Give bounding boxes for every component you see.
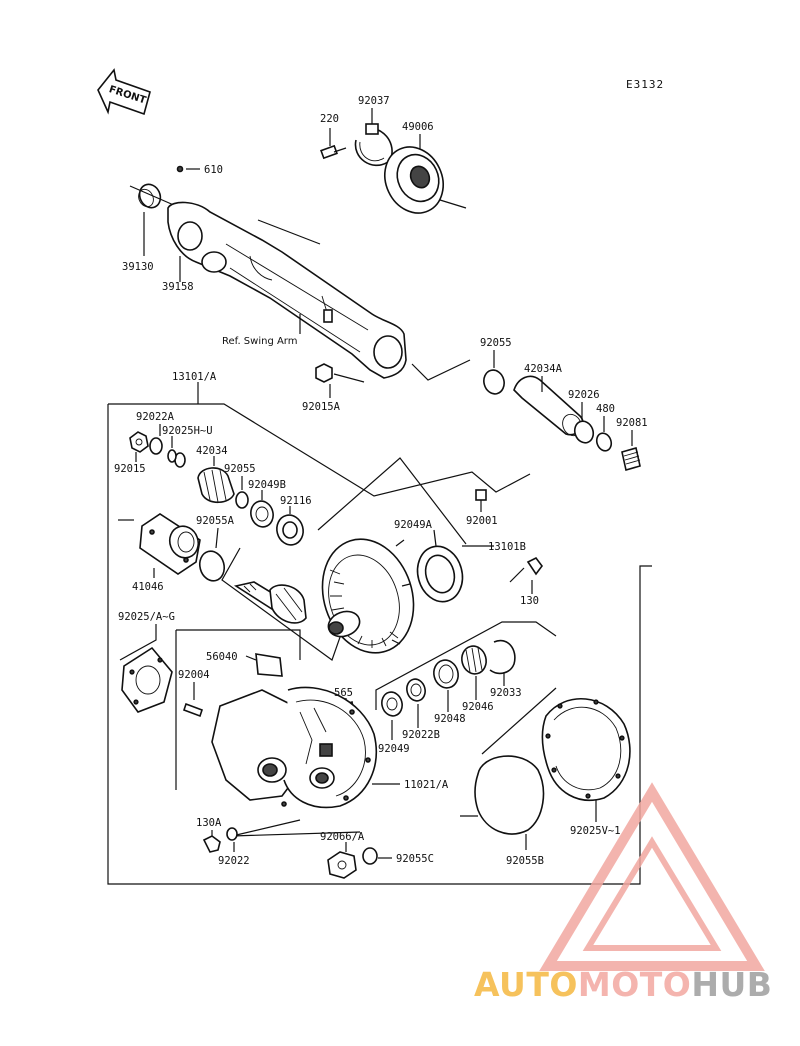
oring-92055C-part <box>362 847 392 865</box>
label-92081: 92081 <box>616 417 648 429</box>
label-610: 610 <box>204 164 223 176</box>
label-92022: 92022 <box>218 855 250 867</box>
plug-92066A-part <box>327 842 357 879</box>
label-92037: 92037 <box>358 95 390 107</box>
label-13101A: 13101/A <box>172 371 217 383</box>
oring-92055-mid-part <box>235 476 249 509</box>
bearing-right-subbox <box>375 621 557 755</box>
seal-92049A-part <box>416 529 494 603</box>
circlip-92033-part <box>489 639 516 686</box>
label-92022B: 92022B <box>402 729 440 741</box>
pinion-gear-subbox <box>221 547 347 661</box>
gasket-92025AG-part <box>119 624 173 713</box>
cap-39130-part <box>129 183 177 256</box>
seal-92049-part <box>381 691 403 740</box>
label-565: 565 <box>334 687 353 699</box>
gasket-92025V1-part <box>541 697 631 822</box>
label-92066A: 92066/A <box>320 831 365 843</box>
label-92004: 92004 <box>178 669 210 681</box>
spring-92081-part <box>621 430 641 472</box>
watermark-text-hub: HUB <box>691 965 772 1004</box>
label-92025V1: 92025V~1 <box>570 825 621 837</box>
label-92033: 92033 <box>490 687 522 699</box>
assembly-13101A-outline <box>107 382 652 885</box>
label-130: 130 <box>520 595 539 607</box>
label-13101B: 13101B <box>488 541 526 553</box>
bolt-130A-part <box>202 830 221 853</box>
label-480: 480 <box>596 403 615 415</box>
label-92046: 92046 <box>462 701 494 713</box>
bearing-92046-part <box>461 645 487 700</box>
label-ref-swing-arm: Ref. Swing Arm <box>222 336 298 347</box>
diagram-code: E3132 <box>626 78 664 91</box>
label-92049A: 92049A <box>394 519 433 531</box>
label-92015: 92015 <box>114 463 146 475</box>
oring-92055B-part <box>460 755 545 850</box>
swing-arm-39158-part <box>167 201 407 379</box>
ring-92048-part <box>433 659 459 712</box>
label-130A: 130A <box>196 817 222 829</box>
ring-92026-part <box>573 402 595 444</box>
label-39130: 39130 <box>122 261 154 273</box>
label-92055A: 92055A <box>196 515 235 527</box>
label-92055-top: 92055 <box>480 337 512 349</box>
shim-92025HU-part <box>167 436 186 468</box>
label-92025HU: 92025H~U <box>162 425 213 437</box>
ring-gear-part <box>317 457 467 654</box>
pin-610-part <box>176 165 200 173</box>
bolt-130-part <box>509 556 543 594</box>
label-92049B: 92049B <box>248 479 286 491</box>
washer-92022A-part <box>149 424 163 455</box>
label-42034A: 42034A <box>524 363 563 375</box>
oring-92055A-part <box>198 527 226 582</box>
coupling-42034-part <box>197 456 235 504</box>
label-92048: 92048 <box>434 713 466 725</box>
label-92022A: 92022A <box>136 411 175 423</box>
label-92015A: 92015A <box>302 401 341 413</box>
plate-56040-part <box>245 653 283 677</box>
bolt-92001-part <box>475 489 487 512</box>
watermark-text: AUTOMOTOHUB <box>474 965 772 1004</box>
bolt-220-part <box>320 128 347 160</box>
oring-92055-part <box>411 350 505 395</box>
watermark-text-auto: AUTO <box>474 965 578 1004</box>
housing-41046-part <box>118 513 201 578</box>
watermark-inner-triangle-icon <box>582 836 722 951</box>
label-42034: 42034 <box>196 445 228 457</box>
label-92055-mid: 92055 <box>224 463 256 475</box>
watermark-text-moto: MOTO <box>578 965 691 1004</box>
bearing-92116-part <box>276 506 304 546</box>
front-arrow: FRONT <box>97 68 151 116</box>
washer-92022-part <box>226 827 238 852</box>
case-11021A-part <box>211 686 400 809</box>
label-92025AG: 92025/A~G <box>118 611 175 623</box>
label-92055B: 92055B <box>506 855 544 867</box>
label-92001: 92001 <box>466 515 498 527</box>
clamp-92037-part <box>354 108 393 167</box>
label-49006: 49006 <box>402 121 434 133</box>
watermark-logo: AUTOMOTOHUB <box>474 782 772 1004</box>
label-92049: 92049 <box>378 743 410 755</box>
label-39158: 39158 <box>162 281 194 293</box>
nut-92015-part <box>129 431 149 462</box>
boot-49006-part <box>384 134 467 214</box>
label-92055C: 92055C <box>396 853 434 865</box>
label-11021A: 11021/A <box>404 779 449 791</box>
circlip-480-part <box>595 416 613 452</box>
part-labels: 220 92037 49006 610 39130 39158 Ref. Swi… <box>114 95 648 867</box>
watermark-triangle-icon <box>539 782 765 971</box>
stud-92004-part <box>182 682 204 718</box>
label-41046: 41046 <box>132 581 164 593</box>
nut-92015A-part <box>315 363 365 398</box>
seal-92049B-part <box>250 490 274 528</box>
label-92116: 92116 <box>280 495 312 507</box>
label-56040: 56040 <box>206 651 238 663</box>
shim-92022B-part <box>406 678 426 728</box>
label-220: 220 <box>320 113 339 125</box>
label-92026: 92026 <box>568 389 600 401</box>
